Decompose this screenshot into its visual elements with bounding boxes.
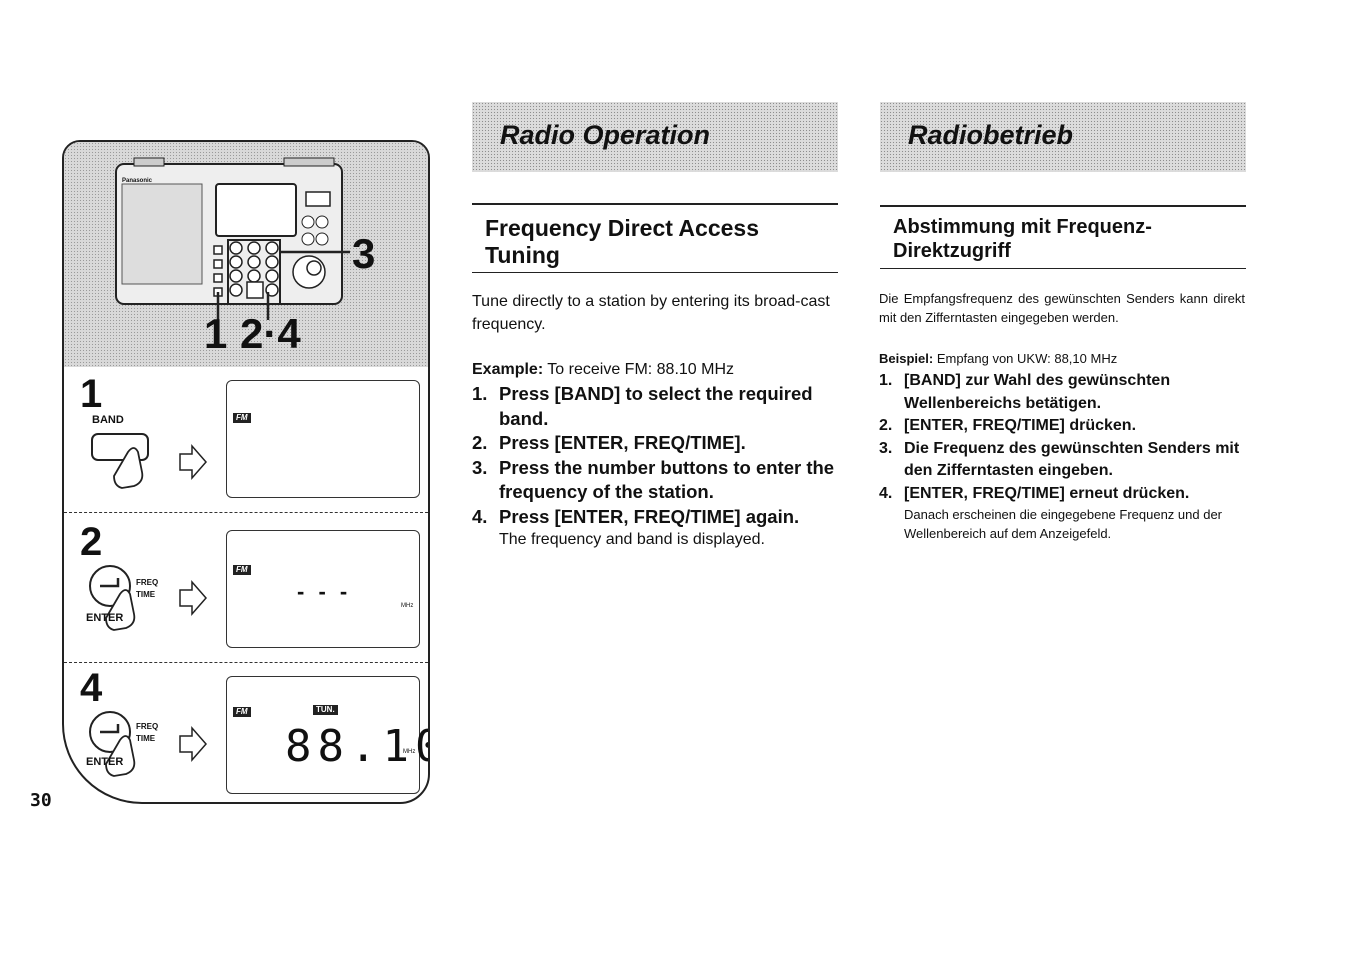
enter-button-press-icon	[89, 565, 207, 631]
step-index: 2.	[879, 417, 893, 434]
frequency-digits: - - -	[297, 579, 352, 604]
step-index: 4.	[472, 505, 488, 527]
rule	[880, 205, 1246, 207]
english-example: Example: To receive FM: 88.10 MHz	[472, 358, 840, 381]
example-text: To receive FM: 88.10 MHz	[547, 361, 735, 378]
example-text: Empfang von UKW: 88,10 MHz	[936, 351, 1118, 366]
step-index: 3.	[472, 456, 488, 478]
english-header-band: Radio Operation	[472, 102, 838, 172]
tun-indicator: TUN.	[313, 705, 338, 715]
list-item: 1. Press [BAND] to select the required b…	[472, 382, 842, 431]
rule	[880, 268, 1246, 269]
german-header-title: Radiobetrieb	[908, 120, 1074, 150]
divider	[64, 512, 428, 513]
german-steps: 1. [BAND] zur Wahl des gewünschten Welle…	[879, 370, 1245, 543]
german-header-band: Radiobetrieb	[880, 102, 1246, 172]
unit-mhz: MHz	[401, 603, 414, 609]
list-item: 1. [BAND] zur Wahl des gewünschten Welle…	[879, 370, 1245, 415]
step-number: 1	[80, 372, 103, 416]
list-item: 3. Die Frequenz des gewünschten Senders …	[879, 438, 1245, 483]
step-result: The frequency and band is displayed.	[499, 531, 765, 548]
callout-3: 3	[352, 230, 376, 277]
band-button-press-icon	[91, 433, 207, 489]
freq-label: FREQ	[136, 578, 159, 587]
step-index: 3.	[879, 439, 893, 457]
step-index: 2.	[472, 432, 488, 453]
step-result: Danach erscheinen die eingegebene Freque…	[904, 507, 1223, 541]
unit-mhz: MHz	[403, 749, 416, 755]
step-text: Press the number buttons to enter the fr…	[499, 456, 835, 503]
step-index: 1.	[879, 372, 893, 389]
step-text: Press [ENTER, FREQ/TIME].	[499, 432, 746, 453]
lcd-display-step2: FM - - - MHz	[226, 530, 420, 648]
callout-1: 1	[204, 310, 228, 357]
rule	[472, 272, 838, 273]
step-number: 4	[80, 666, 103, 710]
english-header-title: Radio Operation	[500, 120, 711, 150]
step-text: [ENTER, FREQ/TIME] erneut drücken.	[904, 484, 1190, 502]
page-number: 30	[30, 790, 52, 811]
divider	[64, 662, 428, 663]
lcd-display-step4: FM TUN. 88.10 MHz	[226, 676, 428, 794]
enter-label: ENTER	[86, 612, 124, 624]
list-item: 3. Press the number buttons to enter the…	[472, 456, 842, 505]
english-intro: Tune directly to a station by entering i…	[472, 293, 830, 333]
band-button-label: BAND	[92, 414, 124, 426]
german-intro: Die Empfangsfrequenz des gewünschten Sen…	[879, 291, 1245, 325]
step-text: Press [BAND] to select the required band…	[499, 383, 813, 429]
step-text: Die Frequenz des gewünschten Senders mit…	[904, 439, 1240, 480]
enter-button-press-icon	[89, 711, 207, 777]
step-index: 1.	[472, 383, 488, 404]
german-example: Beispiel: Empfang von UKW: 88,10 MHz	[879, 349, 1245, 368]
fm-indicator: FM	[233, 707, 251, 717]
figure-panel: Panasonic 3 1 2·4 1 BAND FM 2 FREQ TIME …	[62, 140, 430, 804]
lcd-display-step1: FM	[226, 380, 420, 498]
german-section-title: Abstimmung mit Frequenz-Direktzugriff	[893, 216, 1152, 262]
radio-illustration-area: Panasonic 3 1 2·4	[64, 142, 428, 367]
list-item: 2. Press [ENTER, FREQ/TIME].	[472, 431, 842, 456]
list-item: 2. [ENTER, FREQ/TIME] drücken.	[879, 415, 1245, 438]
enter-label: ENTER	[86, 756, 124, 768]
callout-2-4: 2·4	[240, 310, 301, 357]
step-text: [BAND] zur Wahl des gewünschten Wellenbe…	[904, 372, 1171, 412]
step-number: 2	[80, 520, 103, 564]
fm-indicator: FM	[233, 413, 251, 423]
time-label: TIME	[136, 734, 156, 743]
freq-label: FREQ	[136, 722, 159, 731]
english-section-title: Frequency Direct Access Tuning	[485, 215, 760, 268]
time-label: TIME	[136, 590, 156, 599]
fm-indicator-blinking: FM	[233, 565, 251, 575]
example-label: Beispiel:	[879, 351, 934, 366]
step-index: 4.	[879, 484, 893, 502]
rule	[472, 203, 838, 205]
list-item: 4. [ENTER, FREQ/TIME] erneut drücken. Da…	[879, 483, 1245, 544]
list-item: 4. Press [ENTER, FREQ/TIME] again. The f…	[472, 505, 842, 552]
example-label: Example:	[472, 361, 544, 378]
brand-logo: Panasonic	[122, 178, 153, 184]
english-steps: 1. Press [BAND] to select the required b…	[472, 382, 842, 551]
frequency-digits: 88.10	[285, 721, 428, 772]
radio-drawing	[115, 157, 350, 320]
step-text: [ENTER, FREQ/TIME] drücken.	[904, 417, 1137, 434]
step-text: Press [ENTER, FREQ/TIME] again.	[499, 505, 800, 527]
